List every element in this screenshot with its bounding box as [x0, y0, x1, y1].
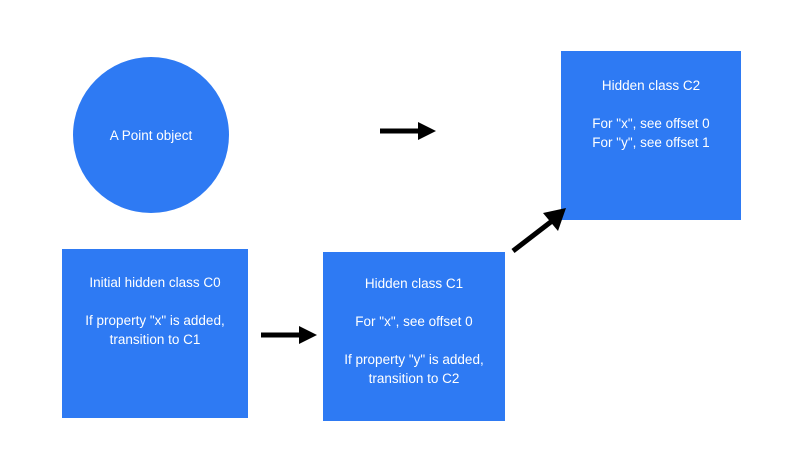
hidden-class-c2-line1: For "x", see offset 0: [592, 116, 710, 131]
hidden-class-c0-line2: transition to C1: [109, 332, 201, 347]
arrow-point-object-to-c2-icon: [380, 122, 436, 140]
hidden-class-c2-line2: For "y", see offset 1: [592, 135, 710, 150]
point-object-circle[interactable]: A Point object: [73, 57, 229, 213]
hidden-class-c0-title: Initial hidden class C0: [89, 275, 221, 290]
arrow-c1-to-c2-icon: [511, 208, 566, 253]
point-object-label: A Point object: [109, 127, 193, 143]
hidden-class-c1-box[interactable]: Hidden class C1 For "x", see offset 0 If…: [323, 252, 505, 421]
hidden-class-c1-title: Hidden class C1: [364, 276, 464, 291]
arrow-c0-to-c1-icon: [261, 326, 317, 344]
hidden-class-c1-line1: For "x", see offset 0: [355, 314, 473, 329]
hidden-class-c0-box[interactable]: Initial hidden class C0 If property "x" …: [62, 249, 248, 418]
hidden-class-c1-line2: If property "y" is added,: [344, 352, 484, 367]
hidden-class-c1-line3: transition to C2: [368, 371, 460, 386]
hidden-class-c0-line1: If property "x" is added,: [85, 313, 225, 328]
hidden-class-c2-title: Hidden class C2: [601, 78, 701, 93]
hidden-class-c2-box[interactable]: Hidden class C2 For "x", see offset 0 Fo…: [561, 51, 741, 220]
